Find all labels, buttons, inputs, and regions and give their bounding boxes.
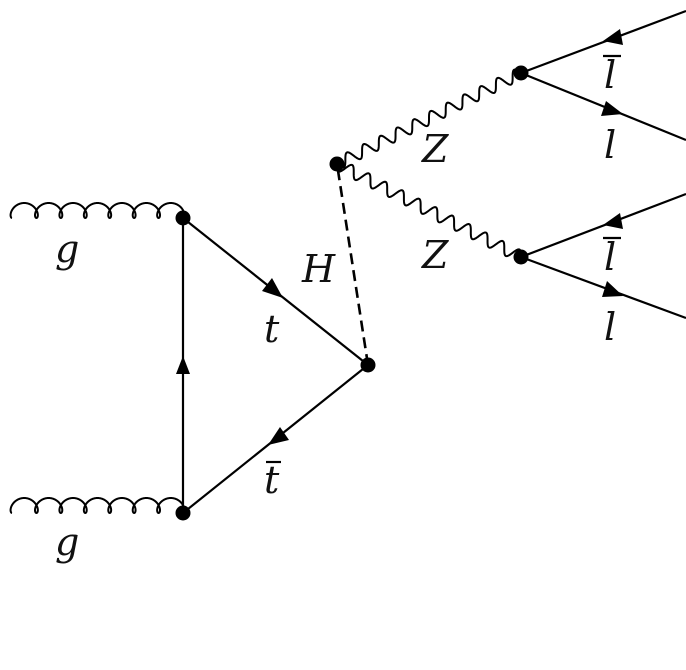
vertex-gluon-top	[175, 210, 191, 226]
label-lepton-lower: l	[604, 305, 616, 349]
label-z-lower: Z	[421, 233, 449, 277]
arrow-lepton-lower	[602, 281, 623, 297]
arrow-antilepton-lower	[603, 213, 623, 229]
higgs-line	[335, 163, 370, 366]
label-higgs: H	[301, 247, 336, 291]
vertex-higgs-quark	[360, 357, 376, 373]
label-gluon-bottom: g	[55, 520, 79, 564]
label-gluon-top: g	[55, 227, 79, 271]
antilepton-line-lower	[520, 192, 686, 259]
gluon-line-bottom	[9, 497, 186, 514]
z-boson-line-upper	[336, 68, 522, 169]
arrow-top-quark	[262, 278, 283, 298]
vertex-gluon-bottom	[175, 505, 191, 521]
label-antilepton-lower: l	[604, 235, 616, 279]
arrow-antitop-quark	[268, 427, 289, 445]
arrow-quark-propagator	[176, 356, 190, 374]
arrow-lepton-upper	[601, 101, 623, 116]
arrow-antilepton-upper	[603, 29, 623, 45]
gluon-line-top	[9, 202, 186, 219]
lepton-line-lower	[520, 255, 686, 320]
lepton-line-upper	[520, 71, 686, 142]
label-lepton-upper: l	[604, 123, 616, 167]
z-boson-line-lower	[336, 163, 522, 258]
label-z-upper: Z	[421, 127, 449, 171]
vertex-higgs-z	[329, 156, 345, 172]
label-top-quark: t	[264, 307, 280, 351]
antilepton-line-upper	[520, 9, 686, 75]
vertex-z-upper	[513, 65, 529, 81]
label-antitop-quark: t	[264, 458, 280, 502]
vertex-z-lower	[513, 249, 529, 265]
label-antilepton-upper: l	[604, 53, 616, 97]
